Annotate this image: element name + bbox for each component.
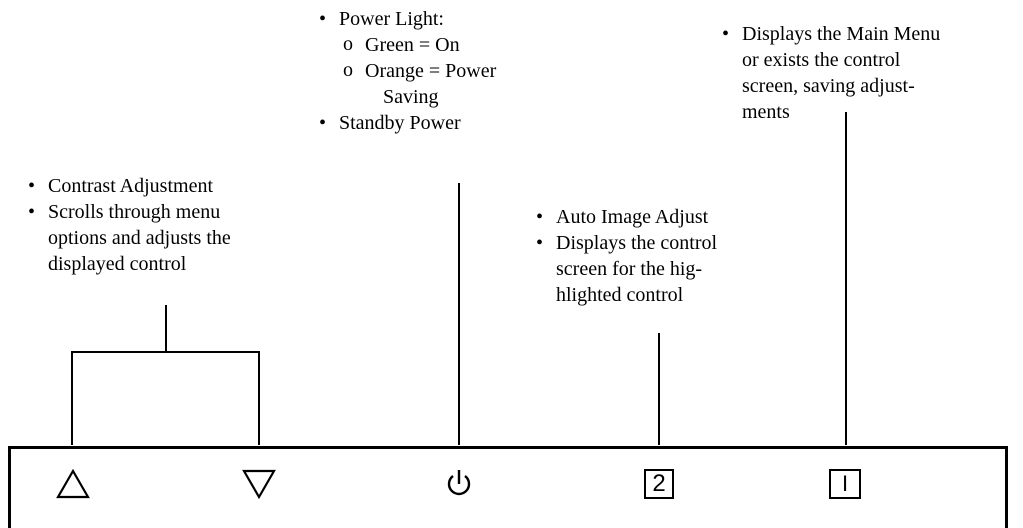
power-button[interactable] <box>439 463 479 503</box>
auto-adjust-button-label: 2 <box>652 470 666 497</box>
callout-auto-item-1: Auto Image Adjust <box>532 204 717 230</box>
callout-menu: Displays the Main Menu or exists the con… <box>718 21 940 125</box>
callout-power-sublist: Green = On Orange = Power Saving <box>343 31 497 110</box>
callout-power-subitem-orange-line-1: Orange = Power <box>365 60 497 82</box>
boxed-1-icon: I <box>829 469 861 499</box>
callout-power-item-2: Standby Power <box>315 110 496 136</box>
callout-auto-line-3: hlighted control <box>556 284 684 306</box>
connector-contrast-bar <box>71 351 260 353</box>
callout-auto-line-2: screen for the hig- <box>556 258 703 280</box>
up-button[interactable] <box>53 464 93 504</box>
callout-auto-line-1: Displays the control <box>556 232 718 254</box>
callout-contrast-line-3: displayed control <box>48 253 187 275</box>
connector-contrast-left <box>71 351 73 445</box>
menu-button[interactable]: I <box>825 464 865 504</box>
callout-menu-line-1: Displays the Main Menu <box>742 23 941 45</box>
menu-button-label: I <box>841 471 849 496</box>
callout-menu-line-2: or exists the control <box>742 49 901 71</box>
monitor-control-panel: 2 I <box>8 446 1008 528</box>
callout-contrast-line-2: options and adjusts the <box>48 227 231 249</box>
callout-auto-item-2: Displays the control screen for the hig-… <box>532 230 717 308</box>
connector-auto <box>658 333 660 445</box>
callout-contrast: Contrast Adjustment Scrolls through menu… <box>24 173 231 277</box>
triangle-down-icon <box>242 469 276 499</box>
callout-power-label: Power Light: <box>339 8 444 30</box>
power-icon <box>447 470 471 496</box>
callout-menu-line-3: screen, saving adjust- <box>742 75 915 97</box>
callout-power-subitem-orange-line-2: Saving <box>383 86 439 108</box>
callout-power: Power Light: Green = On Orange = Power S… <box>315 6 496 136</box>
callout-power-subitem-orange: Orange = Power Saving <box>343 57 497 110</box>
down-button[interactable] <box>239 464 279 504</box>
callout-contrast-line-1: Scrolls through menu <box>48 201 221 223</box>
connector-contrast-right <box>258 351 260 445</box>
callout-menu-item-1: Displays the Main Menu or exists the con… <box>718 21 940 125</box>
callout-auto: Auto Image Adjust Displays the control s… <box>532 204 717 308</box>
callout-power-item-1: Power Light: Green = On Orange = Power S… <box>315 6 496 110</box>
connector-contrast-stem <box>165 305 167 352</box>
boxed-2-icon: 2 <box>644 469 674 499</box>
callout-contrast-item-1: Contrast Adjustment <box>24 173 231 199</box>
callout-power-subitem-green: Green = On <box>343 31 496 58</box>
triangle-up-icon <box>56 469 90 499</box>
callout-menu-line-4: ments <box>742 101 790 123</box>
connector-power <box>458 183 460 445</box>
auto-adjust-button[interactable]: 2 <box>639 464 679 504</box>
connector-menu <box>845 112 847 445</box>
callout-contrast-item-2: Scrolls through menu options and adjusts… <box>24 199 231 277</box>
